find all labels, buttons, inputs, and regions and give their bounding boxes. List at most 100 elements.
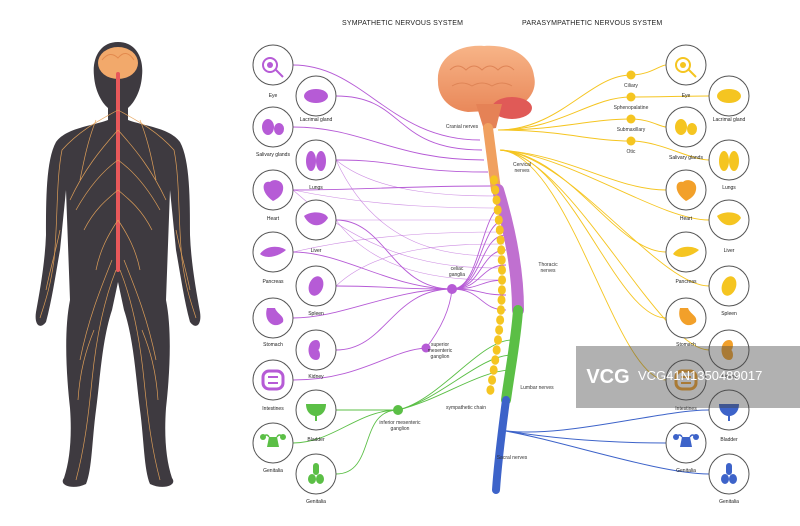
chain-bead — [491, 185, 500, 195]
parasympathetic-line — [499, 149, 667, 191]
parasympathetic-ganglion-node — [626, 136, 636, 146]
right-label-salivary: Salivary glands — [669, 155, 703, 161]
eye-icon — [675, 57, 691, 73]
label-superior-mesenteric: superior mesenteric ganglion — [427, 342, 453, 360]
right-label-genitalia-male: Genitalia — [719, 499, 739, 505]
male-genitalia-icon — [313, 463, 319, 475]
sympathetic-line — [335, 159, 505, 197]
peripheral-nerves — [39, 109, 197, 481]
inferior-mesenteric-node — [393, 405, 403, 415]
parasympathetic-pathways — [497, 64, 710, 475]
chain-bead — [497, 265, 506, 275]
right-label-kidney: Kidney — [721, 374, 737, 380]
label-submaxillary: Submaxillary — [616, 127, 646, 133]
left-label-pancreas: Pancreas — [262, 279, 284, 285]
sympathetic-line — [292, 231, 505, 253]
chain-bead — [492, 345, 501, 355]
label-thoracic-nerves: Thoracic nerves — [538, 262, 558, 274]
parasympathetic-ganglion-node — [626, 114, 636, 124]
intestines-icon-loops — [268, 376, 278, 384]
lungs-icon-b — [729, 151, 739, 171]
nerve-branch — [39, 109, 119, 319]
right-label-genitalia-female: Genitalia — [676, 468, 696, 474]
uterus-icon-tubes — [675, 434, 697, 438]
parasympathetic-line — [499, 149, 667, 381]
label-cranial-nerves: Cranial nerves — [445, 124, 479, 130]
sympathetic-line — [335, 219, 453, 290]
kidney-icon — [308, 340, 320, 360]
nerve-branch — [45, 229, 61, 291]
lacrimal-gland-icon — [304, 89, 328, 103]
bladder-icon — [719, 404, 739, 416]
sympathetic-line — [292, 347, 427, 381]
chain-bead — [497, 295, 506, 305]
sacral-line — [499, 429, 710, 475]
label-cervical-nerves: Cervical nerves — [512, 162, 532, 174]
nerve-branch — [75, 269, 117, 481]
eye-icon-pupil — [267, 62, 273, 68]
lacrimal-gland-icon — [717, 89, 741, 103]
parasympathetic-title: PARASYMPATHETIC NERVOUS SYSTEM — [522, 20, 663, 27]
left-label-bladder: Bladder — [307, 437, 325, 443]
right-label-intestines: Intestines — [675, 406, 697, 412]
parasympathetic-line — [630, 140, 710, 161]
chain-bead — [493, 205, 502, 215]
parasympathetic-ganglion-node — [626, 92, 636, 102]
nerve-branch — [79, 259, 113, 361]
uterus-icon — [267, 437, 279, 447]
spinal-cord-lumbar — [501, 305, 523, 405]
right-label-lacrimal: Lacrimal gland — [712, 117, 746, 123]
chain-bead — [496, 315, 505, 325]
brain-in-body — [98, 47, 138, 79]
organ-badge-left — [252, 359, 294, 401]
liver-icon — [717, 212, 741, 226]
left-label-lungs: Lungs — [309, 185, 323, 191]
lungs-icon — [306, 151, 316, 171]
celiac-ganglion-node — [447, 284, 457, 294]
left-label-heart: Heart — [266, 216, 280, 222]
chain-bead — [495, 325, 504, 335]
salivary-glands-icon — [675, 119, 687, 135]
right-label-stomach: Stomach — [676, 342, 696, 348]
lungs-icon-b — [316, 151, 326, 171]
watermark-text: VCG41N1350489017 — [638, 368, 763, 383]
nerve-branch — [79, 119, 97, 181]
sympathetic-line — [292, 189, 505, 209]
left-label-spleen: Spleen — [308, 311, 324, 317]
nerve-branch — [119, 269, 161, 481]
sympathetic-line — [292, 288, 453, 319]
chain-bead — [493, 335, 502, 345]
left-label-stomach: Stomach — [263, 342, 283, 348]
chain-bead — [497, 245, 506, 255]
nerve-branch — [83, 189, 119, 231]
chain-bead — [492, 195, 501, 205]
spleen-icon — [721, 276, 737, 296]
chain-bead — [496, 305, 505, 315]
parasympathetic-line — [497, 74, 632, 131]
left-label-intestines: Intestines — [262, 406, 284, 412]
sympathetic-line — [335, 95, 483, 151]
stomach-icon — [679, 308, 697, 326]
sympathetic-title: SYMPATHETIC NERVOUS SYSTEM — [342, 20, 464, 27]
salivary-glands-icon-b — [687, 123, 697, 135]
intestines-icon-loops — [681, 376, 691, 384]
lumbar-line — [335, 409, 399, 475]
parasympathetic-line — [499, 149, 667, 253]
label-otic: Otic — [626, 149, 636, 155]
organ-badge-left — [295, 139, 337, 181]
nerve-branch — [117, 109, 197, 319]
chain-bead — [486, 385, 495, 395]
chain-bead — [488, 375, 497, 385]
parasympathetic-ganglion-node — [626, 70, 636, 80]
sympathetic-chain — [486, 175, 507, 395]
ganglia-nodes — [393, 70, 636, 415]
male-genitalia-icon-l — [308, 474, 316, 484]
left-label-salivary: Salivary glands — [256, 152, 290, 158]
nerve-branch — [69, 129, 119, 201]
parasympathetic-line — [499, 149, 710, 221]
sympathetic-line — [292, 64, 481, 141]
brain-illustration — [437, 45, 535, 130]
chain-bead — [495, 225, 504, 235]
heart-icon — [263, 180, 284, 201]
